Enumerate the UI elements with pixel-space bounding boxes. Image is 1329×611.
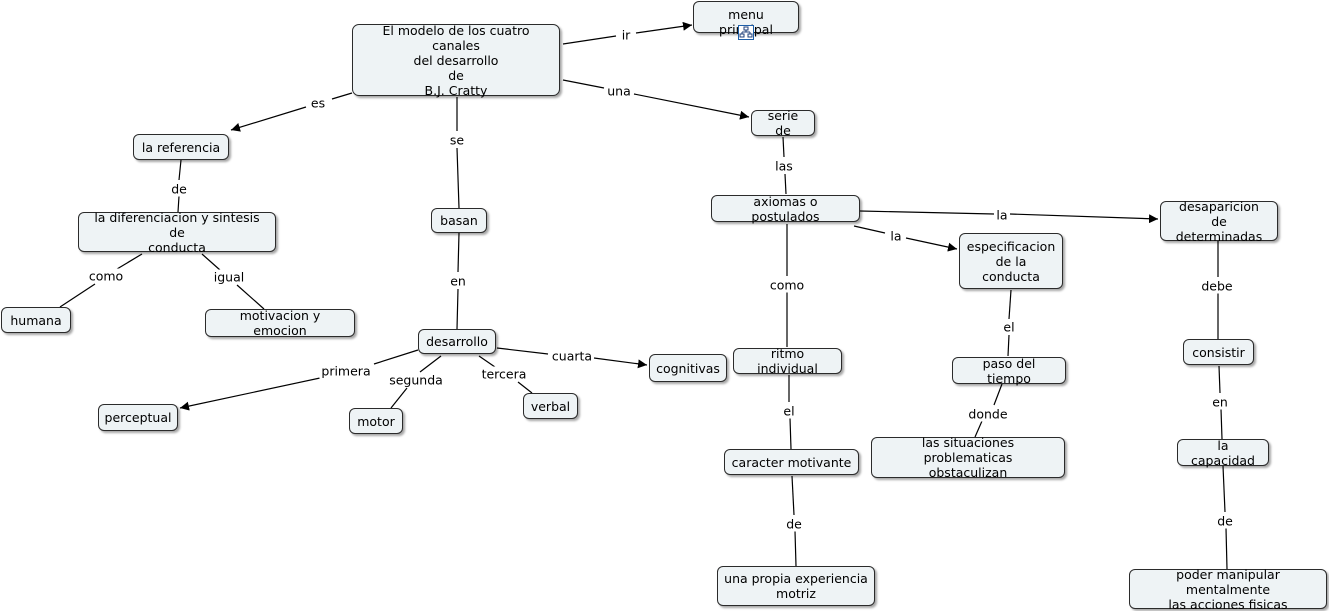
concept-root-title[interactable]: El modelo de los cuatro canales del desa… xyxy=(352,23,560,98)
concept-motivacion[interactable]: motivacion y emocion xyxy=(205,308,355,338)
link-label-una: una xyxy=(605,83,633,99)
concept-basan[interactable]: basan xyxy=(431,208,487,233)
edge-basan-en xyxy=(457,232,460,273)
link-label-segunda: segunda xyxy=(387,372,445,388)
concept-verbal[interactable]: verbal xyxy=(523,393,578,419)
edge-ir-menu xyxy=(635,21,693,34)
edge-caracter-de xyxy=(791,475,795,516)
edge-capacidad-de xyxy=(1222,465,1226,513)
concept-la-referencia[interactable]: la referencia xyxy=(133,134,229,160)
link-label-la: la xyxy=(888,228,904,244)
link-label-el: el xyxy=(781,403,797,419)
concept-paso-del-tiempo[interactable]: paso del tiempo xyxy=(952,356,1066,386)
link-label-cuarta: cuarta xyxy=(549,348,595,364)
edge-dif-igual xyxy=(201,253,221,271)
concept-poder-manipular[interactable]: poder manipular mentalmente las acciones… xyxy=(1129,567,1327,611)
edge-dif-como xyxy=(116,253,143,270)
edge-consistir-en xyxy=(1218,365,1221,394)
concept-especificacion[interactable]: especificacion de la conducta xyxy=(959,233,1063,289)
edge-segunda-motor xyxy=(390,387,408,409)
edge-des-segunda xyxy=(419,355,442,373)
edge-de-poder xyxy=(1225,527,1228,570)
link-label-las: las xyxy=(773,158,795,174)
edge-primera-perceptual xyxy=(179,377,321,411)
edge-des-tercera xyxy=(478,355,496,368)
concept-caracter-motivante[interactable]: caracter motivante xyxy=(724,449,859,475)
link-label-igual: igual xyxy=(211,269,247,285)
link-label-donde: donde xyxy=(966,406,1010,422)
edge-la1-desaparicion xyxy=(1009,213,1159,224)
edge-axiomas-la2 xyxy=(853,225,886,234)
link-label-la: la xyxy=(994,207,1010,223)
edge-el-caracter xyxy=(789,417,792,450)
edge-una-serie xyxy=(633,93,750,120)
edge-en-desarrollo xyxy=(456,288,459,330)
edge-se-basan xyxy=(456,147,460,209)
link-label-de: de xyxy=(784,516,804,532)
concept-axiomas[interactable]: axiomas o postulados xyxy=(711,194,860,224)
edge-la2-especificacion xyxy=(905,237,958,252)
concept-ritmo-individual[interactable]: ritmo individual xyxy=(733,346,842,376)
concept-perceptual[interactable]: perceptual xyxy=(98,404,178,431)
link-label-de: de xyxy=(169,181,189,197)
concept-desarrollo[interactable]: desarrollo xyxy=(418,329,496,354)
edge-de-experiencia xyxy=(794,530,797,567)
link-label-tercera: tercera xyxy=(479,366,529,382)
link-label-es: es xyxy=(308,95,328,111)
edge-las-axiomas xyxy=(784,173,787,195)
link-label-primera: primera xyxy=(319,363,373,379)
edge-root-ir xyxy=(562,35,617,45)
edge-root-una xyxy=(562,79,605,89)
edge-ref-de xyxy=(178,159,182,181)
concept-situaciones[interactable]: las situaciones problematicas obstaculiz… xyxy=(871,435,1065,480)
edge-es-referencia xyxy=(230,106,307,132)
edge-cuarta-cognitivas xyxy=(593,357,648,369)
link-label-ir: ir xyxy=(619,27,633,43)
concept-map-icon[interactable] xyxy=(738,25,754,40)
edge-en-capacidad xyxy=(1220,408,1223,440)
edge-esp-el xyxy=(1008,289,1012,320)
edge-root-es xyxy=(331,92,353,100)
link-label-se: se xyxy=(447,132,467,148)
concept-la-capacidad[interactable]: la capacidad xyxy=(1177,438,1269,468)
edge-axiomas-la1 xyxy=(859,210,995,215)
edge-des-primera xyxy=(373,349,419,365)
edge-de-dif xyxy=(177,195,180,213)
concept-diferenciacion[interactable]: la diferenciacion y sintesis de conducta xyxy=(78,210,276,255)
link-label-el: el xyxy=(1001,319,1017,335)
edge-como-humana xyxy=(59,283,96,308)
link-label-como: como xyxy=(767,277,807,293)
edge-el-paso xyxy=(1007,334,1010,357)
concept-propia-experiencia[interactable]: una propia experiencia motriz xyxy=(717,566,875,606)
edge-des-cuarta xyxy=(496,347,549,355)
concept-cognitivas[interactable]: cognitivas xyxy=(649,354,727,382)
edge-igual-motivacion xyxy=(236,284,265,310)
edge-paso-donde xyxy=(993,383,1003,406)
link-label-debe: debe xyxy=(1199,278,1235,294)
link-label-de: de xyxy=(1215,513,1235,529)
link-label-en: en xyxy=(1210,394,1230,410)
concept-humana[interactable]: humana xyxy=(1,307,71,333)
concept-desaparicion[interactable]: desaparicion de determinadas xyxy=(1160,199,1278,244)
edge-serie-las xyxy=(782,136,785,158)
edge-donde-situaciones xyxy=(974,420,983,438)
concept-consistir[interactable]: consistir xyxy=(1183,339,1254,365)
concept-motor[interactable]: motor xyxy=(349,408,403,434)
edge-tercera-verbal xyxy=(517,381,533,394)
link-label-como: como xyxy=(86,268,126,284)
link-label-en: en xyxy=(448,273,468,289)
concept-serie-de[interactable]: serie de xyxy=(751,108,815,138)
